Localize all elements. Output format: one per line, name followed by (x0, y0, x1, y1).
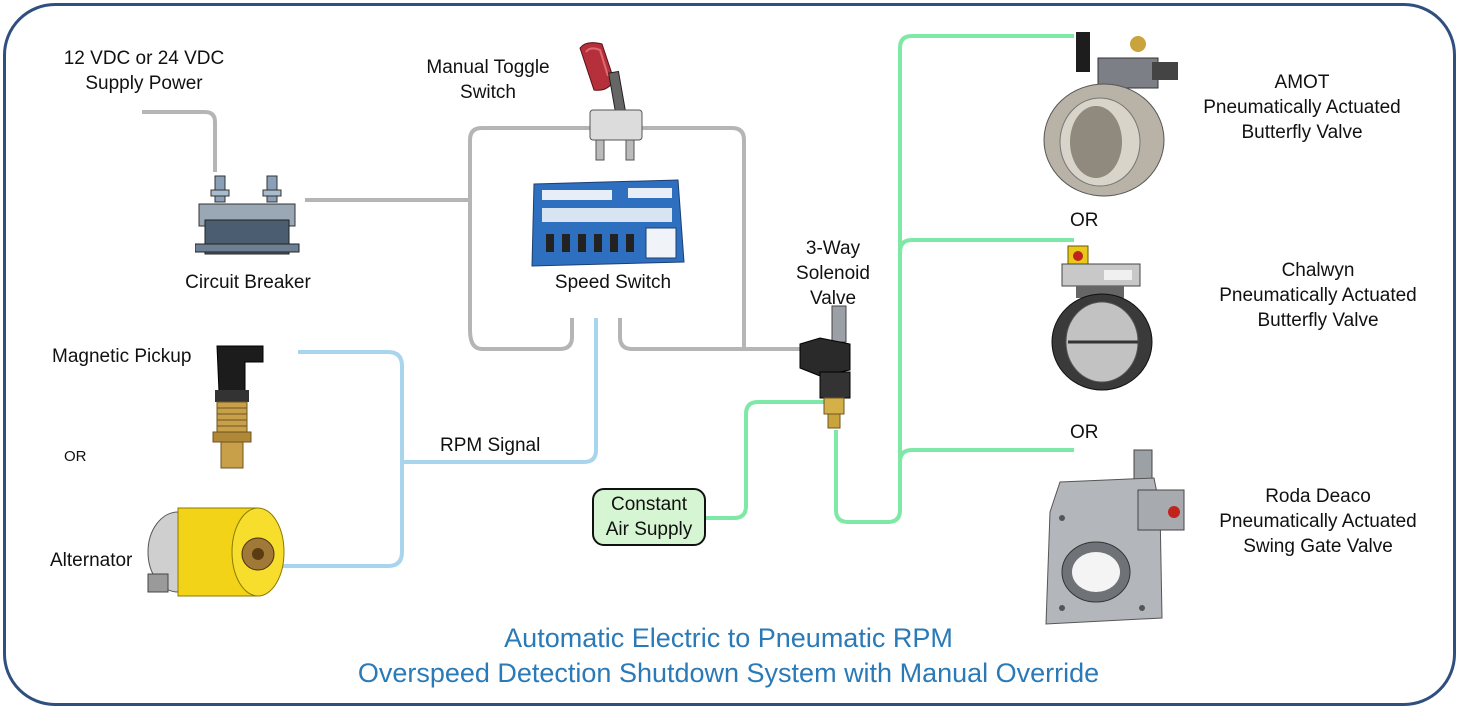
rpm-signal-label: RPM Signal (440, 435, 541, 456)
toggle-switch-picture (579, 42, 643, 161)
amot-butterfly-valve-picture (1043, 32, 1178, 197)
rpm-signal-wire (402, 318, 598, 464)
or-1-label: OR (1070, 210, 1099, 231)
manual-toggle-label: Manual Toggle Switch (426, 57, 550, 103)
diagram-title-line2: Overspeed Detection Shutdown System with… (357, 658, 1100, 688)
chalwyn-butterfly-valve-picture (1051, 245, 1153, 391)
roda-label: Roda Deaco Pneumatically Actuated Swing … (1219, 486, 1417, 557)
or-left-label: OR (64, 448, 87, 465)
air-supply-box: Constant Air Supply (592, 488, 706, 546)
or-2-label: OR (1070, 422, 1099, 443)
air-supply-label: Constant Air Supply (605, 494, 693, 540)
solenoid-outlet-line (834, 34, 1074, 524)
speed-to-solenoid-wire (618, 318, 800, 351)
circuit-breaker-picture (195, 175, 300, 255)
alternator-picture (147, 507, 285, 597)
alternator-label: Alternator (50, 550, 133, 571)
solenoid-valve-picture (799, 305, 851, 429)
supply-wire (142, 110, 217, 172)
loop-left-wire (468, 318, 574, 351)
roda-swing-gate-valve-picture (1045, 449, 1185, 625)
air-supply-line (706, 400, 832, 520)
speed-switch-label: Speed Switch (554, 272, 672, 293)
diagram-title-line1: Automatic Electric to Pneumatic RPM (504, 623, 953, 653)
branch-roda-line (898, 448, 1074, 463)
pickup-signal-wire (280, 350, 404, 568)
supply-power-label: 12 VDC or 24 VDC Supply Power (63, 48, 225, 94)
amot-label: AMOT Pneumatically Actuated Butterfly Va… (1203, 72, 1401, 143)
magnetic-pickup-label: Magnetic Pickup (52, 346, 192, 367)
magnetic-pickup-picture (212, 345, 264, 469)
speed-switch-picture (531, 179, 685, 267)
circuit-breaker-label: Circuit Breaker (185, 272, 311, 293)
branch-chalwyn-line (898, 238, 1074, 253)
chalwyn-label: Chalwyn Pneumatically Actuated Butterfly… (1219, 260, 1417, 331)
solenoid-label: 3-Way Solenoid Valve (796, 238, 870, 309)
